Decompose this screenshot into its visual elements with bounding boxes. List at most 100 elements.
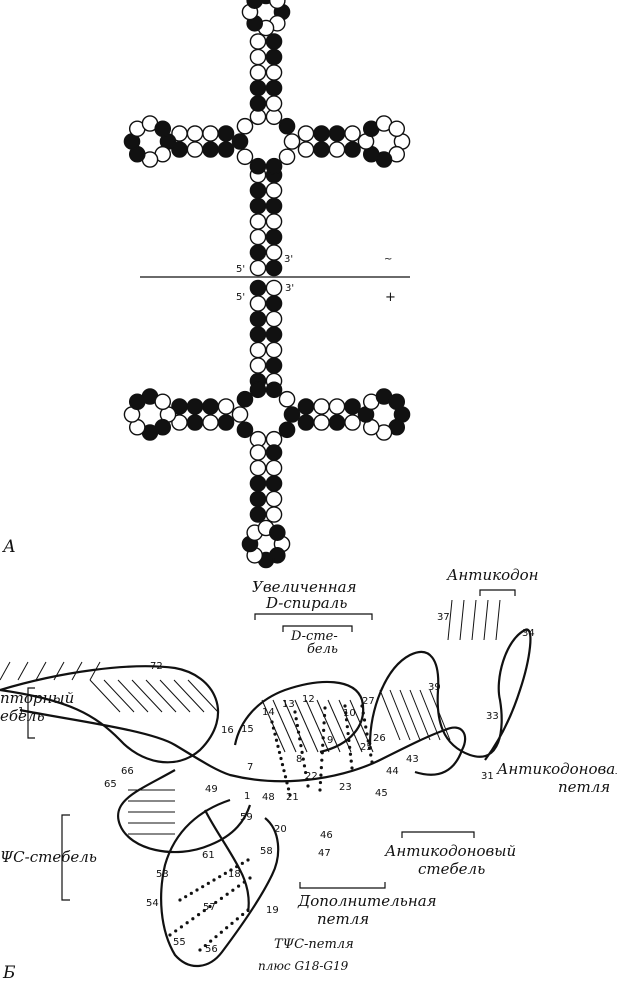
lower-arm-bead <box>266 445 281 460</box>
acceptor-hatch-line <box>174 680 204 712</box>
acceptor-tick-line <box>54 662 64 680</box>
residue-number: 26 <box>373 733 386 744</box>
interaction-dots-14-21 <box>297 731 300 734</box>
interaction-dots-15-48 <box>279 757 282 760</box>
anticodon-tick-line <box>484 600 488 640</box>
residue-number: 12 <box>302 694 315 705</box>
lower-left-bead <box>187 415 202 430</box>
lower-five-prime: 5' <box>236 292 245 303</box>
residue-number: 13 <box>282 699 295 710</box>
interaction-dots-26-44 <box>347 732 350 735</box>
anticodon-stem-hatch-line <box>390 690 410 740</box>
interaction-dots-18-55 <box>191 917 194 920</box>
residue-number: 65 <box>104 779 117 790</box>
interaction-dots-15-48 <box>285 781 288 784</box>
label-acceptor-stem-1: пторный <box>0 689 74 707</box>
upper-stem-bead <box>266 245 281 260</box>
acceptor-hatch-line <box>132 680 162 712</box>
lower-stem-bead <box>250 327 265 342</box>
residue-number: 44 <box>386 766 399 777</box>
lower-ring-bead <box>284 407 299 422</box>
interaction-dots-57-19 <box>198 948 201 951</box>
interaction-dots-54-58 <box>212 878 215 881</box>
residue-number: 55 <box>173 937 186 948</box>
anticodon-stem-hatch-line <box>400 690 420 740</box>
interaction-dots-26-44 <box>347 739 350 742</box>
upper-ring-bead <box>237 119 252 134</box>
lower-stem-bead <box>250 296 265 311</box>
upper-right-bead <box>345 126 360 141</box>
interaction-dots-26-44 <box>346 725 349 728</box>
interaction-dots-54-58 <box>190 892 193 895</box>
residue-number: 72 <box>150 661 163 672</box>
interaction-dots-15-48 <box>282 769 285 772</box>
interaction-dots-9-46 <box>321 744 324 747</box>
lower-left-bead <box>218 415 233 430</box>
lower-stem-bead <box>250 358 265 373</box>
lower-right-bead <box>314 399 329 414</box>
lower-right-bead <box>298 415 313 430</box>
upper-ring-bead <box>232 134 247 149</box>
lower-sign: + <box>385 290 396 305</box>
interaction-dots-54-58 <box>184 895 187 898</box>
upper-arm-bead <box>250 34 265 49</box>
lower-arm-bead <box>266 476 281 491</box>
interaction-dots-26-44 <box>348 746 351 749</box>
acceptor-hatch-line <box>146 680 176 712</box>
lower-arm-bead <box>250 491 265 506</box>
upper-arm-bead <box>266 34 281 49</box>
upper-stem-bead <box>250 214 265 229</box>
lower-stem-bead <box>266 327 281 342</box>
lower-right-bead <box>298 399 313 414</box>
label-anticodon-stem-1: Антикодоновый <box>384 842 516 860</box>
residue-number: 54 <box>146 898 159 909</box>
lower-left-loop-bead <box>155 394 170 409</box>
interaction-dots-15-48 <box>272 726 275 729</box>
lower-loop-bead <box>270 525 285 540</box>
interaction-dots-57-19 <box>236 917 239 920</box>
upper-left-loop-bead <box>155 121 170 136</box>
upper-ring-bead <box>279 119 294 134</box>
interaction-dots-54-58 <box>201 885 204 888</box>
upper-right-bead <box>314 142 329 157</box>
lower-right-bead <box>329 415 344 430</box>
upper-right-loop-bead <box>389 121 404 136</box>
residue-number: 39 <box>428 682 441 693</box>
residue-number: 47 <box>318 848 331 859</box>
upper-ring-bead <box>237 149 252 164</box>
interaction-dots-15-48 <box>273 733 276 736</box>
residue-number: 57 <box>203 902 216 913</box>
residue-number: 34 <box>522 628 535 639</box>
upper-ring-bead <box>279 149 294 164</box>
lower-arm-bead <box>250 507 265 522</box>
interaction-dots-9-46 <box>322 729 325 732</box>
interaction-dots-15-48 <box>287 787 290 790</box>
anticodon-tick-line <box>472 600 476 640</box>
label-anticodon: Антикодон <box>446 566 539 584</box>
interaction-dots-26-44 <box>350 766 353 769</box>
residue-number: 48 <box>262 792 275 803</box>
loop-connector <box>205 810 249 912</box>
lower-right-bead <box>314 415 329 430</box>
interaction-dots-18-55 <box>174 929 177 932</box>
residue-number: 25 <box>360 742 373 753</box>
lower-stem-bead <box>250 311 265 326</box>
interaction-dots-9-46 <box>319 781 322 784</box>
bracket-extra-loop <box>300 882 385 888</box>
interaction-dots-57-19 <box>225 926 228 929</box>
upper-stem-bead <box>250 229 265 244</box>
upper-ring-bead <box>266 159 281 174</box>
lower-stem-bead <box>250 280 265 295</box>
interaction-dots-54-58 <box>246 858 249 861</box>
upper-right-bead <box>298 126 313 141</box>
interaction-dots-15-48 <box>278 751 281 754</box>
lower-arm-bead <box>266 507 281 522</box>
interaction-dots-15-48 <box>270 720 273 723</box>
label-anticodon-loop-1: Антикодоновая <box>496 760 617 778</box>
interaction-dots-25-45 <box>365 732 368 735</box>
bracket-anticodon-stem <box>402 832 474 838</box>
lower-stem-bead <box>250 342 265 357</box>
interaction-dots-57-19 <box>220 931 223 934</box>
interaction-dots-18-55 <box>197 913 200 916</box>
interaction-dots-54-58 <box>195 888 198 891</box>
